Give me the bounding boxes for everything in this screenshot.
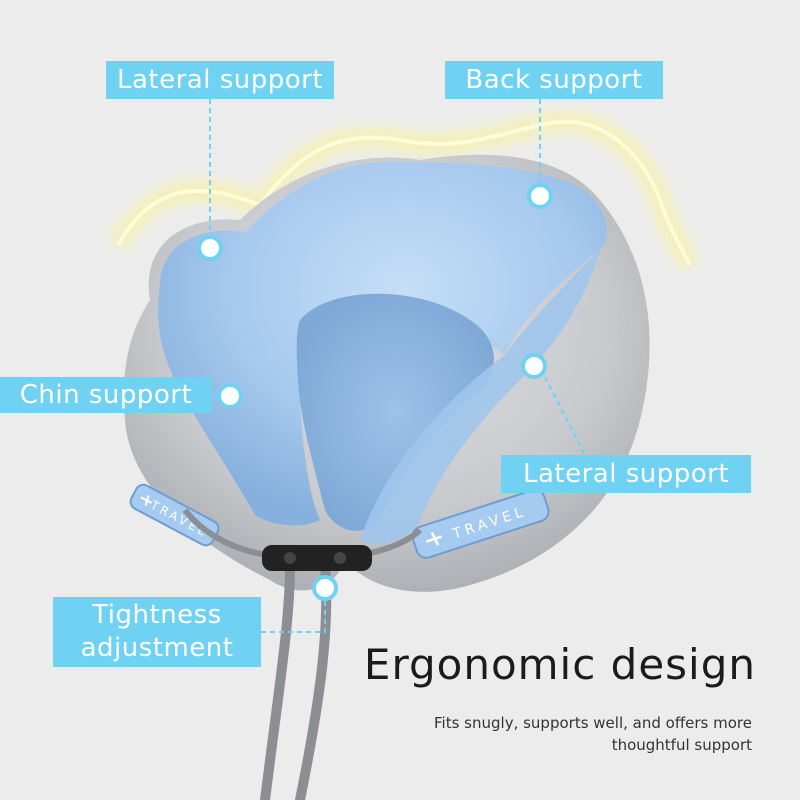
subtext-line1: Fits snugly, supports well, and offers m… bbox=[434, 714, 752, 732]
marker-chin bbox=[217, 383, 243, 409]
pillow-right-arm bbox=[360, 250, 600, 544]
marker-tightness bbox=[312, 575, 338, 601]
subtext-line2: thoughtful support bbox=[611, 736, 752, 754]
callout-chin-support: Chin support bbox=[0, 377, 212, 413]
leader-tightness bbox=[261, 600, 326, 633]
callout-back-support: Back support bbox=[445, 61, 663, 99]
subtext: Fits snugly, supports well, and offers m… bbox=[332, 712, 752, 756]
marker-back bbox=[527, 183, 553, 209]
drawcord-loop-left bbox=[182, 508, 269, 558]
callout-lateral-support-left: Lateral support bbox=[106, 61, 334, 99]
headline: Ergonomic design bbox=[363, 640, 756, 689]
callout-lateral-support-right: Lateral support bbox=[501, 455, 751, 493]
marker-lateral-left bbox=[197, 235, 223, 261]
plane-icon bbox=[425, 531, 442, 546]
pillow-inner-foam bbox=[158, 161, 607, 526]
callout-tightness-adjustment: Tightness adjustment bbox=[53, 597, 261, 667]
callout-tightness-line2: adjustment bbox=[80, 633, 234, 663]
callout-tightness-line1: Tightness bbox=[92, 600, 222, 630]
glow-line bbox=[116, 119, 692, 266]
drawcord-left bbox=[260, 560, 295, 800]
marker-lateral-right bbox=[521, 353, 547, 379]
leader-lateral-right bbox=[544, 376, 586, 456]
plane-icon bbox=[140, 495, 153, 506]
pillow-neck-hole bbox=[296, 293, 494, 531]
cord-stopper bbox=[262, 545, 372, 571]
